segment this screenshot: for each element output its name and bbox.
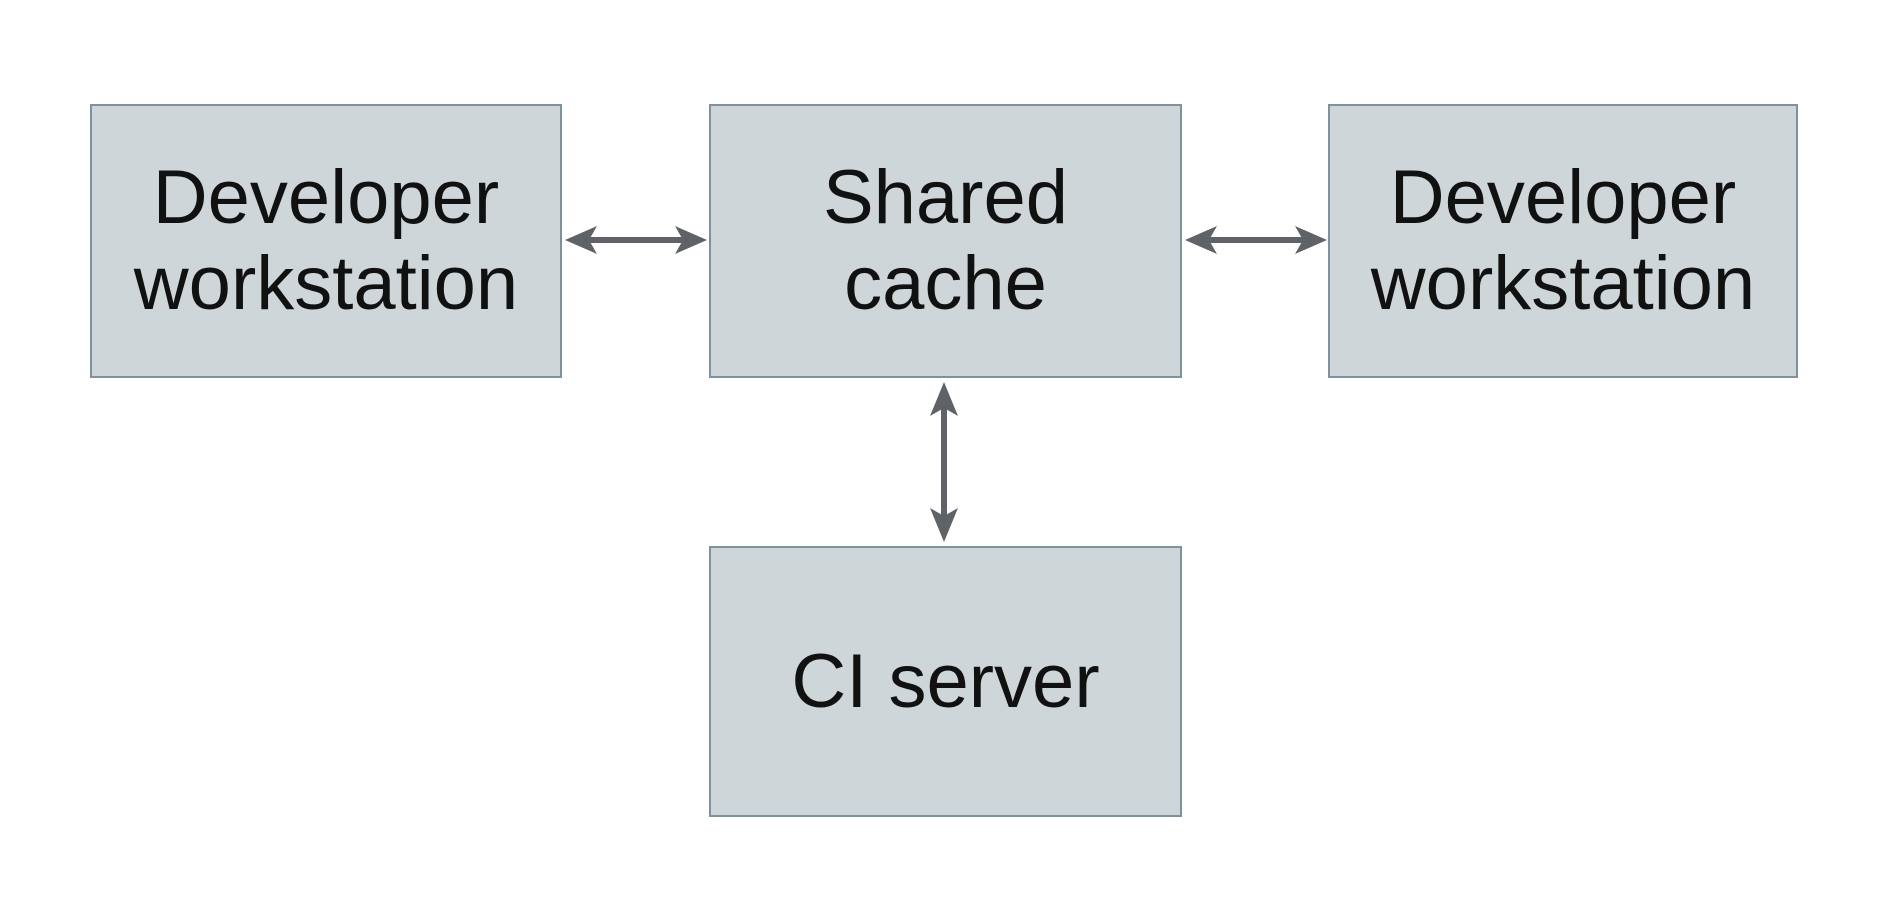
node-label-developer-workstation-left: Developer workstation (134, 155, 518, 327)
arrowhead-top (930, 382, 958, 416)
arrowhead-left (565, 226, 597, 254)
node-label-shared-cache: Shared cache (823, 155, 1068, 327)
label-line: workstation (133, 241, 519, 326)
arrow-shaft (587, 237, 685, 243)
arrowhead-bottom (930, 508, 958, 542)
double-arrow-shared-cache-ci-server-icon (930, 382, 958, 542)
label-line: cache (844, 241, 1047, 326)
arrowhead-right (1295, 226, 1327, 254)
arrowhead-right (675, 226, 707, 254)
label-line: workstation (1370, 241, 1756, 326)
label-line: Developer (152, 155, 500, 241)
arrow-shaft (1207, 237, 1305, 243)
double-arrow-shared-cache-right-workstation-icon (1185, 226, 1327, 254)
double-arrow-left-workstation-shared-cache-icon (565, 226, 707, 254)
node-developer-workstation-right: Developer workstation (1328, 104, 1798, 378)
arrow-shaft (941, 408, 947, 516)
label-line: Shared (822, 155, 1069, 241)
node-label-ci-server: CI server (791, 639, 1099, 725)
arrowhead-left (1185, 226, 1217, 254)
node-developer-workstation-left: Developer workstation (90, 104, 562, 378)
node-shared-cache: Shared cache (709, 104, 1182, 378)
node-label-developer-workstation-right: Developer workstation (1371, 155, 1755, 327)
label-line: Developer (1389, 155, 1737, 241)
node-ci-server: CI server (709, 546, 1182, 817)
label-line: CI server (791, 638, 1100, 724)
